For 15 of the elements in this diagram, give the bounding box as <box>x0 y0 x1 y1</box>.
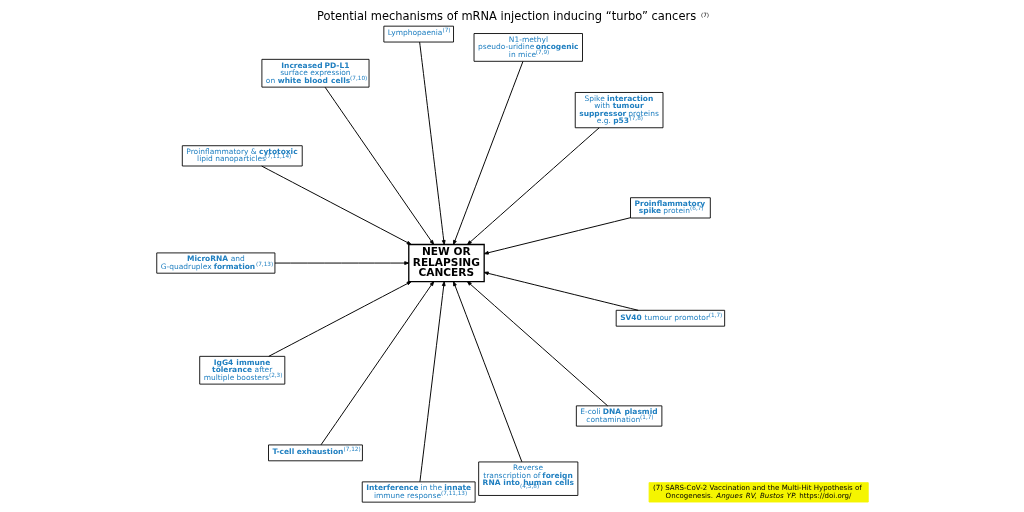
arrow <box>260 165 412 245</box>
arrow <box>273 261 409 265</box>
arrow <box>466 281 608 407</box>
arrow <box>324 86 434 245</box>
arrow <box>418 41 446 245</box>
arrow <box>320 281 434 446</box>
arrow <box>418 281 446 483</box>
node-box: NEW OR RELAPSING CANCERS <box>407 243 485 283</box>
diagram-title: Potential mechanisms of mRNA injection inducing “turbo” cancers $^{(7)}$ <box>316 9 709 24</box>
arrow <box>452 281 522 463</box>
arrow <box>483 271 639 311</box>
arrow <box>452 60 523 245</box>
arrow <box>483 217 631 255</box>
arrow <box>267 281 412 357</box>
arrow <box>466 127 600 245</box>
